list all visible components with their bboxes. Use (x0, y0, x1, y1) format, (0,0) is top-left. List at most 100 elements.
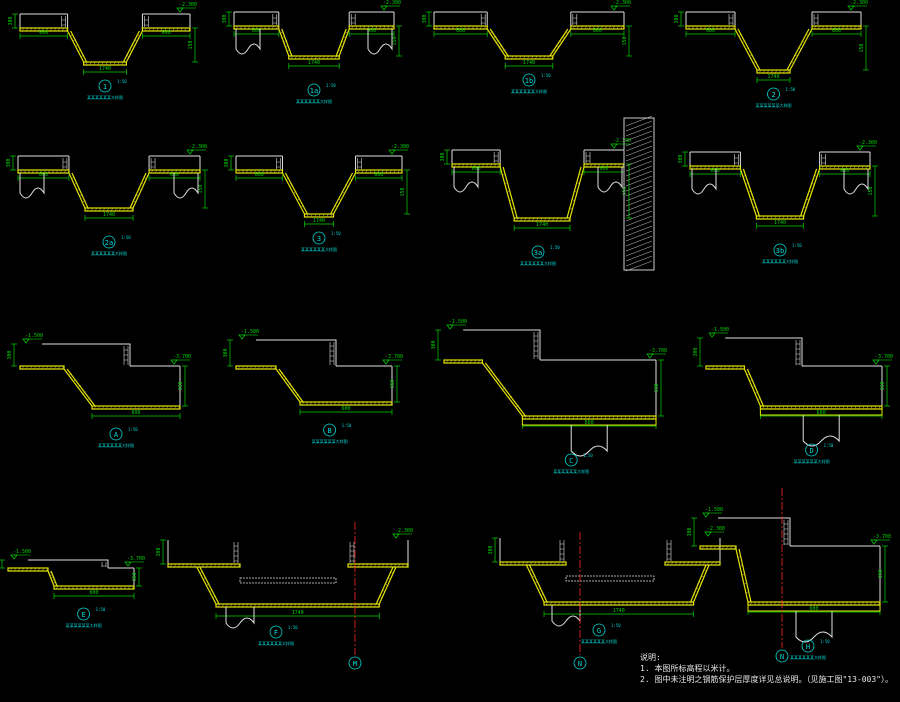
slope-hatch (752, 385, 756, 388)
slab-hatch (253, 169, 257, 174)
dimension-text: 1740 (774, 220, 786, 226)
slab-hatch (333, 401, 337, 406)
slab-hatch (59, 169, 63, 174)
slab-hatch (545, 561, 549, 566)
slab-hatch (557, 601, 561, 606)
slab-hatch (691, 165, 695, 170)
slab-hatch (33, 365, 37, 370)
elevation-text: -2.300 (859, 140, 877, 146)
slab-hatch (731, 25, 735, 30)
wall-outline (689, 152, 741, 167)
dimension-text: 150 (654, 383, 660, 392)
slope-hatch (502, 387, 506, 390)
slab-hatch (589, 601, 593, 606)
slab-hatch (162, 169, 166, 174)
slab-hatch (565, 601, 569, 606)
slope-hatch (745, 182, 749, 185)
slope-hatch (754, 391, 759, 394)
dimension-text: 150 (132, 572, 138, 581)
elevation-marker (186, 149, 194, 155)
slope-line (278, 368, 304, 403)
slope-hatch (71, 176, 75, 180)
slab-hatch (723, 25, 727, 30)
slope-line (738, 548, 752, 603)
slope-hatch (738, 33, 742, 37)
slope-hatch (334, 204, 338, 208)
slab-hatch (341, 401, 345, 406)
section-mark-label: B (327, 427, 331, 435)
slope-hatch (511, 207, 515, 210)
slab-hatch (94, 207, 98, 212)
slab-hatch (825, 25, 829, 30)
slope-hatch (703, 568, 707, 572)
slab-hatch (310, 55, 314, 60)
slope-hatch (48, 571, 53, 574)
slope-hatch (552, 49, 556, 52)
slab-hatch (193, 563, 197, 568)
slab-hatch (849, 25, 853, 30)
slab-band (570, 25, 625, 30)
retaining-wall-hatch (625, 170, 653, 182)
slab-hatch (313, 603, 317, 608)
section-caption: 某某某某某某大样图 (581, 638, 617, 644)
axis-ax1: M (348, 522, 362, 670)
elevation-marker (176, 7, 184, 13)
slab-hatch (97, 61, 100, 66)
slab-band (443, 359, 484, 364)
slab-hatch (527, 217, 531, 222)
retaining-wall-hatch (625, 205, 653, 217)
slope-hatch (285, 44, 289, 48)
slab-hatch (533, 561, 537, 566)
slab-hatch (513, 561, 517, 566)
slab-hatch (173, 405, 177, 410)
slope-line (70, 30, 88, 63)
slab-hatch (685, 601, 689, 606)
dimension-text: 300 (431, 340, 437, 349)
slab-hatch (373, 563, 377, 568)
slab-hatch (378, 25, 382, 30)
slope-hatch (742, 40, 746, 43)
pile-cap-outline (843, 169, 869, 195)
dimension-text: 600 (599, 166, 608, 172)
slab-hatch (386, 25, 390, 30)
slab-hatch (318, 213, 321, 218)
retaining-wall-hatch (625, 135, 653, 147)
section-mark-circle (98, 79, 112, 93)
slab-hatch (225, 603, 229, 608)
slab-hatch (529, 561, 533, 566)
section-mark-circle (269, 625, 283, 639)
slope-hatch (698, 581, 702, 584)
slab-hatch (616, 25, 620, 30)
slab-hatch (9, 567, 13, 572)
wall-outline (685, 12, 735, 27)
slope-hatch (73, 379, 77, 382)
slab-hatch (118, 207, 122, 212)
slab-hatch (719, 365, 723, 370)
section-mark-circle (773, 243, 787, 257)
slab-hatch (723, 365, 727, 370)
elevation-text: -2.300 (189, 144, 207, 150)
slope-hatch (339, 44, 343, 48)
slab-hatch (455, 25, 459, 30)
dimension-text: 300 (8, 16, 14, 25)
slab-hatch (731, 165, 735, 170)
slab-hatch (361, 603, 365, 608)
slope-hatch (381, 589, 385, 592)
slope-line (746, 368, 764, 407)
slab-hatch (41, 567, 45, 572)
slope-hatch (555, 44, 559, 48)
slab-hatch (702, 561, 706, 566)
slab-hatch (102, 207, 106, 212)
slope-hatch (757, 397, 761, 401)
dimension-text: 150 (622, 36, 628, 45)
slab-hatch (285, 603, 289, 608)
slab-hatch (261, 365, 265, 370)
slab-hatch (293, 603, 297, 608)
slab-hatch (186, 169, 190, 174)
axis-bubble (775, 649, 789, 663)
slab-hatch (357, 563, 361, 568)
slope-hatch (131, 44, 135, 47)
